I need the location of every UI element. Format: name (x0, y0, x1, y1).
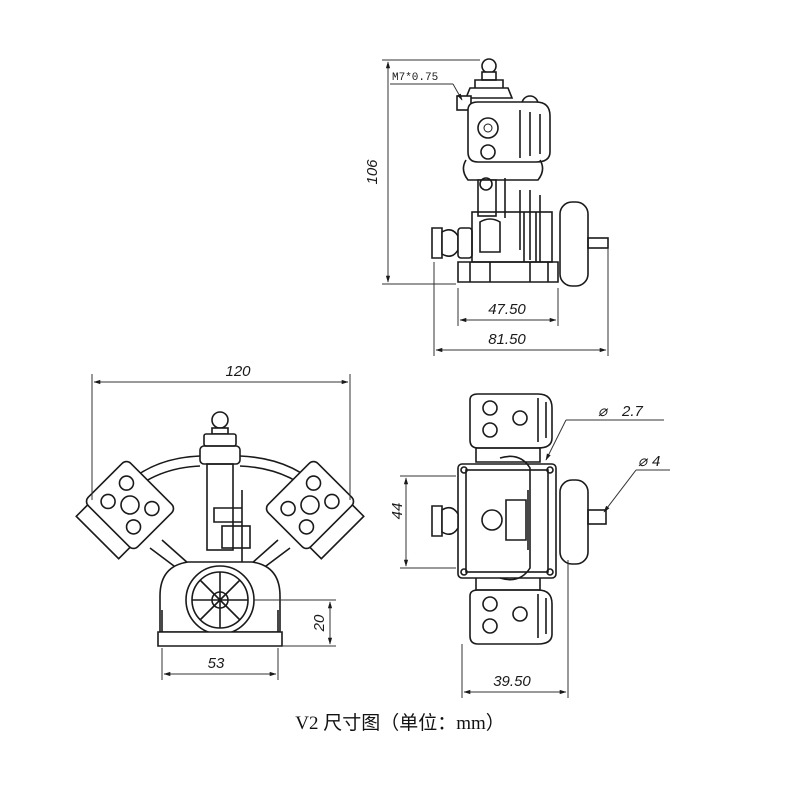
dim-depth-44: 44 (389, 503, 406, 520)
dim-hole-2-7: 2.7 (621, 403, 644, 420)
front-view-dimensions: 120 53 20 (91, 363, 351, 680)
side-view (431, 58, 609, 287)
front-view (75, 411, 365, 647)
dim-hole-4-symbol: ⌀ (638, 453, 649, 470)
dim-hole-2-7-symbol: ⌀ (598, 403, 609, 420)
top-view (431, 393, 607, 645)
dim-base-53: 53 (208, 655, 225, 672)
dim-hole-4: 4 (652, 453, 660, 470)
top-view-dimensions: 44 ⌀ 2.7 ⌀ 4 39.50 (389, 403, 670, 698)
dim-height-106: 106 (364, 159, 381, 185)
dim-width-39-50: 39.50 (493, 673, 531, 690)
dim-width-120: 120 (225, 363, 251, 380)
dim-thread-label: M7*0.75 (392, 72, 438, 84)
dim-overall-81-50: 81.50 (488, 331, 526, 348)
drawing-caption: V2 尺寸图（单位：mm） (295, 713, 505, 734)
side-view-dimensions: 106 M7*0.75 47.50 81.50 (364, 59, 609, 356)
dim-shaft-20: 20 (311, 614, 328, 632)
dim-base-47-50: 47.50 (488, 301, 526, 318)
